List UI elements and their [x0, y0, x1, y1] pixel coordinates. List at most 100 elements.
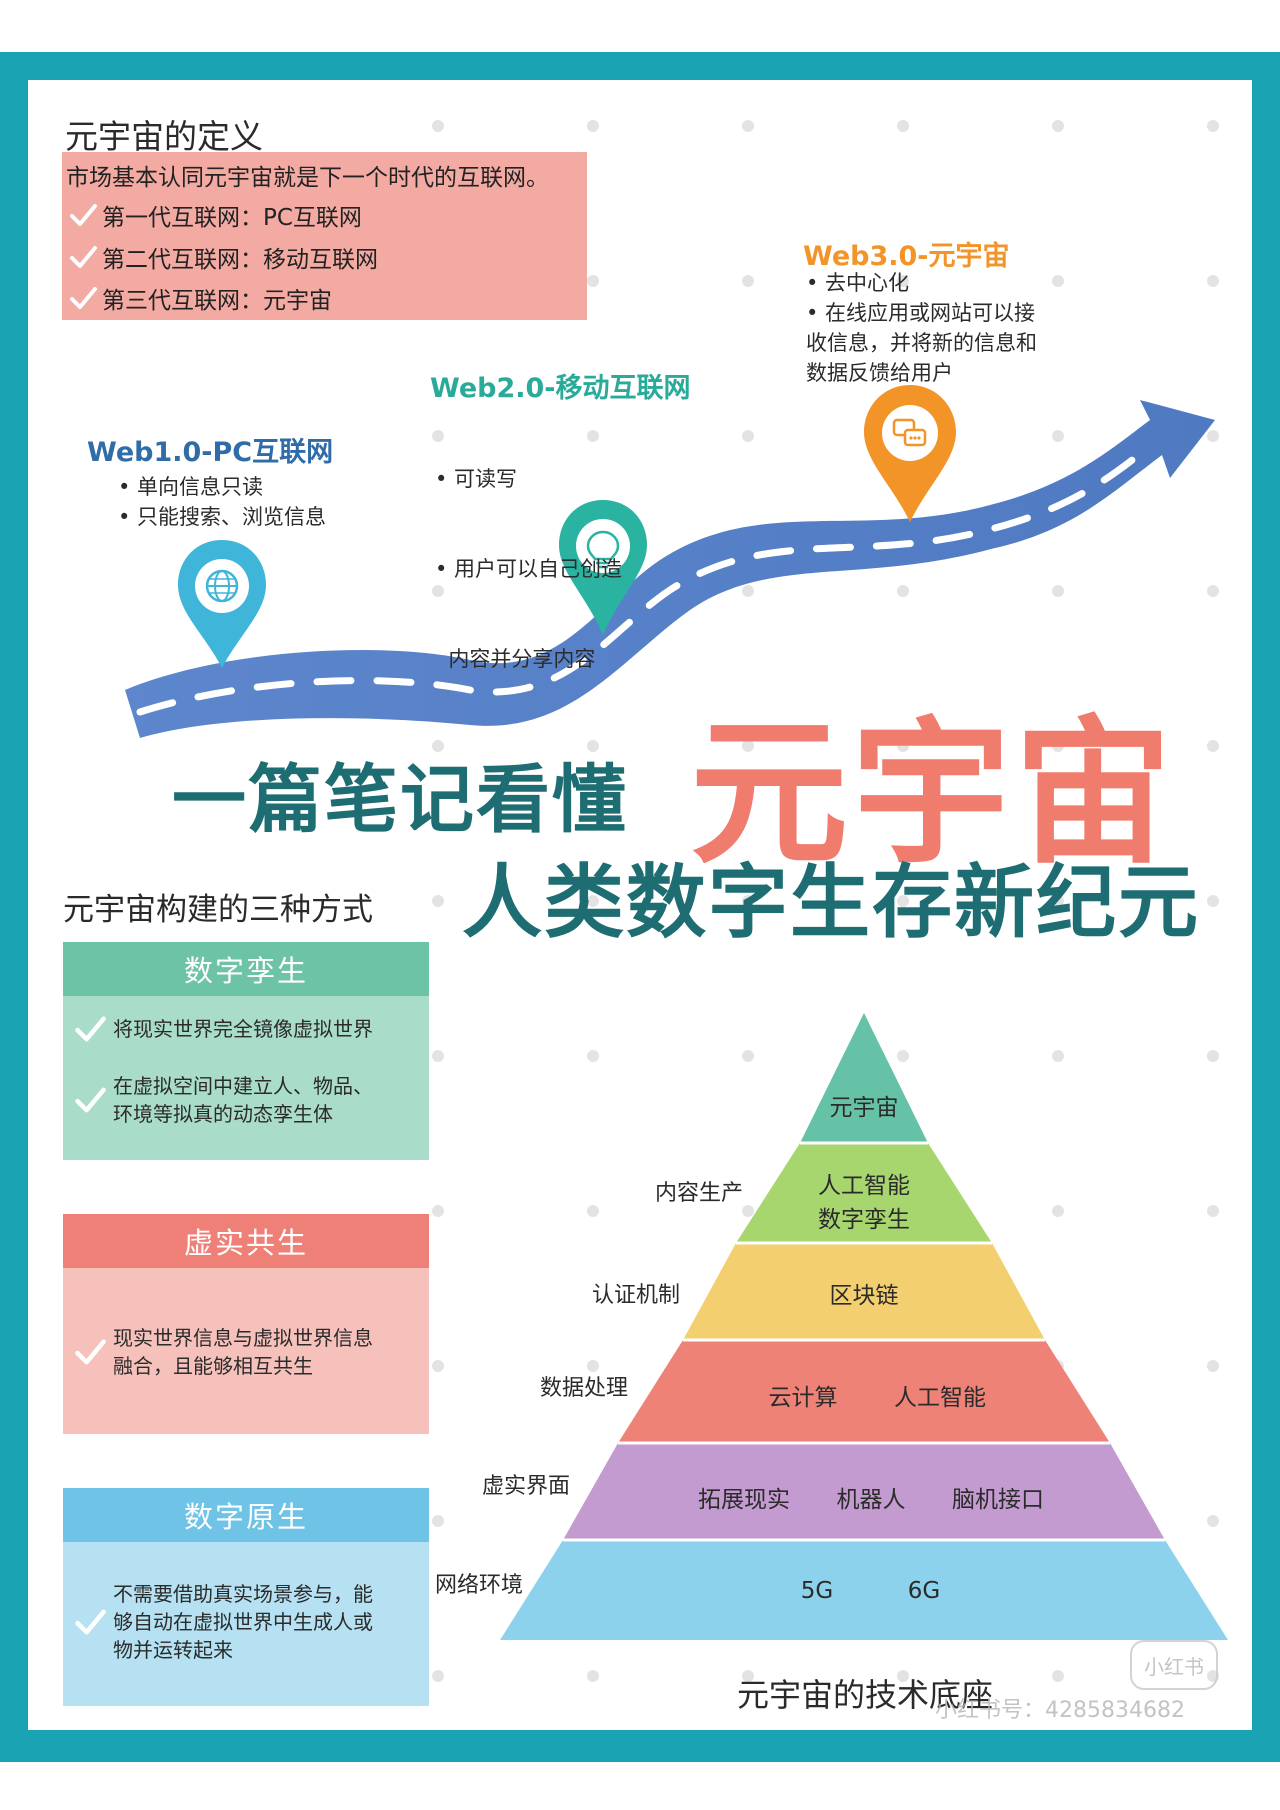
pyramid-text: 元宇宙: [829, 1095, 899, 1121]
definition-box: 市场基本认同元宇宙就是下一个时代的互联网。 第一代互联网：PC互联网 第二代互联…: [62, 152, 587, 320]
background-dot: [742, 1670, 754, 1682]
pyramid-text: 云计算: [768, 1385, 838, 1411]
background-dot: [742, 275, 754, 287]
checkmark-icon: [70, 246, 97, 268]
headline-line2: 人类数字生存新纪元: [462, 856, 1200, 949]
checkmark-icon: [75, 1087, 106, 1113]
background-dot: [587, 1670, 599, 1682]
web1-bullets: • 单向信息只读 • 只能搜索、浏览信息: [118, 472, 326, 532]
pyramid-side-label: 数据处理: [540, 1376, 629, 1401]
checkmark-icon: [75, 1339, 106, 1365]
bullet: • 单向信息只读: [118, 475, 264, 499]
background-dot: [1207, 1515, 1219, 1527]
pyramid-side-label: 虚实界面: [482, 1474, 571, 1499]
card-title: 数字孪生: [63, 942, 429, 996]
card-item: 将现实世界完全镜像虚拟世界: [73, 1012, 373, 1046]
background-dot: [587, 275, 599, 287]
lightbulb-icon: [586, 530, 620, 569]
globe-icon: [205, 569, 239, 603]
web2-bullets: • 可读写 • 用户可以自己创造 内容并分享内容: [435, 404, 622, 704]
background-dot: [432, 1360, 444, 1372]
card-title: 数字原生: [63, 1488, 429, 1542]
web3-bullets: • 去中心化 • 在线应用或网站可以接 收信息，并将新的信息和 数据反馈给用户: [806, 268, 1037, 388]
pyramid-layer-network: [500, 1540, 1228, 1640]
background-dot: [587, 430, 599, 442]
pyramid-text: 人工智能: [894, 1385, 986, 1411]
background-dot: [897, 275, 909, 287]
card-body: 将现实世界完全镜像虚拟世界 在虚拟空间中建立人、物品、 环境等拟真的动态孪生体: [63, 996, 429, 1160]
card-item: 在虚拟空间中建立人、物品、 环境等拟真的动态孪生体: [73, 1072, 373, 1128]
background-dot: [742, 585, 754, 597]
background-dot: [742, 1205, 754, 1217]
background-dot: [587, 1205, 599, 1217]
definition-intro: 市场基本认同元宇宙就是下一个时代的互联网。: [66, 165, 549, 191]
background-dot: [1052, 275, 1064, 287]
background-dot: [897, 740, 909, 752]
background-dot: [1207, 1050, 1219, 1062]
background-dot: [897, 120, 909, 132]
bullet: • 用户可以自己创造: [435, 557, 623, 581]
card-item: 不需要借助真实场景参与，能 够自动在虚拟世界中生成人或 物并运转起来: [73, 1580, 373, 1664]
card-item: 现实世界信息与虚拟世界信息 融合，且能够相互共生: [73, 1324, 373, 1380]
background-dot: [432, 1050, 444, 1062]
road-center-line: [136, 442, 1154, 716]
background-dot: [897, 895, 909, 907]
background-dot: [897, 1670, 909, 1682]
checkmark-icon: [70, 287, 97, 309]
background-dot: [1207, 430, 1219, 442]
pyramid-dividers: [563, 1141, 1165, 1542]
background-dot: [432, 1670, 444, 1682]
background-dot: [587, 895, 599, 907]
background-dot: [432, 120, 444, 132]
card-body: 不需要借助真实场景参与，能 够自动在虚拟世界中生成人或 物并运转起来: [63, 1542, 429, 1706]
background-dot: [1207, 895, 1219, 907]
background-dot: [587, 740, 599, 752]
pyramid-side-label: 认证机制: [592, 1283, 681, 1308]
checkmark-icon: [70, 204, 97, 226]
background-dot: [742, 895, 754, 907]
background-dot: [1052, 1205, 1064, 1217]
pin-web1: [178, 540, 266, 668]
headline-line1: 一篇笔记看懂: [172, 757, 628, 843]
web1-title: Web1.0-PC互联网: [87, 437, 334, 468]
background-dot: [1207, 1360, 1219, 1372]
chat-icon: [892, 418, 927, 447]
background-dot: [587, 1050, 599, 1062]
card-title: 虚实共生: [63, 1214, 429, 1268]
background-dot: [897, 1050, 909, 1062]
watermark-account: 小红书号：4285834682: [935, 1698, 1185, 1723]
background-dot: [1207, 275, 1219, 287]
background-dot: [1207, 740, 1219, 752]
background-dot: [587, 120, 599, 132]
pyramid-text: 人工智能: [818, 1173, 910, 1199]
background-dot: [432, 430, 444, 442]
pyramid-side-label: 内容生产: [655, 1181, 744, 1206]
pyramid-text: 脑机接口: [952, 1487, 1044, 1513]
card-virtual-real-symbiosis: 虚实共生 现实世界信息与虚拟世界信息 融合，且能够相互共生: [63, 1214, 429, 1434]
checkmark-icon: [75, 1016, 106, 1042]
pyramid-text: 拓展现实: [698, 1487, 790, 1513]
pyramid-text: 5G: [800, 1578, 834, 1604]
background-dot: [1207, 585, 1219, 597]
definition-title: 元宇宙的定义: [65, 117, 263, 156]
background-dot: [1052, 120, 1064, 132]
pyramid-layer-metaverse: [800, 1013, 928, 1143]
background-dot: [1052, 430, 1064, 442]
card-body: 现实世界信息与虚拟世界信息 融合，且能够相互共生: [63, 1268, 429, 1434]
background-dot: [1052, 895, 1064, 907]
watermark-logo: 小红书: [1130, 1640, 1218, 1690]
bullet: • 只能搜索、浏览信息: [118, 505, 327, 529]
pyramid-layer-interface: [563, 1443, 1165, 1540]
card-digital-native: 数字原生 不需要借助真实场景参与，能 够自动在虚拟世界中生成人或 物并运转起来: [63, 1488, 429, 1706]
background-dot: [1207, 120, 1219, 132]
background-dot: [742, 430, 754, 442]
background-dot: [1052, 740, 1064, 752]
background-dot: [1052, 1670, 1064, 1682]
background-dot: [897, 585, 909, 597]
web2-title: Web2.0-移动互联网: [430, 373, 691, 404]
headline-metaverse: 元宇宙: [690, 702, 1176, 886]
background-dot: [432, 895, 444, 907]
background-dot: [587, 1360, 599, 1372]
pyramid-layer-auth: [683, 1243, 1045, 1340]
